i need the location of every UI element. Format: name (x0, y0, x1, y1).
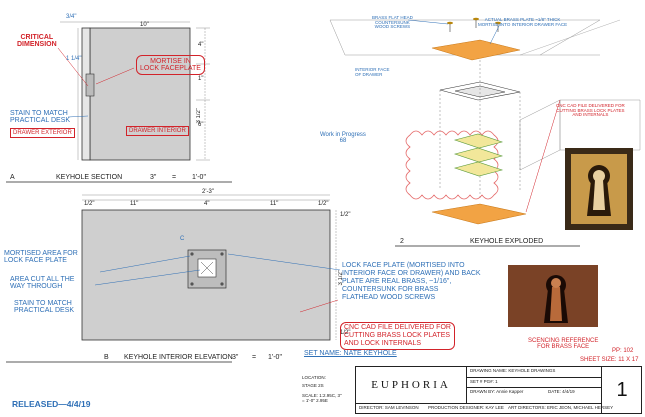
set-name: SET NAME: NATE KEYHOLE (304, 350, 397, 357)
dim-side-3: 6" (198, 122, 204, 128)
title-block: EUPHORIA DRAWING NAME: KEYHOLE DRAWINGS … (355, 366, 642, 414)
released-stamp: RELEASED—4/4/19 (12, 399, 91, 409)
dim-side-2: 1" (198, 76, 204, 82)
dim-left: 1/2" (84, 201, 95, 207)
note-lock-face-plate: LOCK FACE PLATE (MORTISED INTO INTERIOR … (342, 262, 481, 302)
section-scale-right: 1'-0" (192, 174, 206, 181)
dim-seg-3: 11" (270, 201, 279, 207)
dim-h-1: 1/2" (340, 212, 351, 218)
dim-right-tall: 3 1/2" (196, 108, 202, 124)
note-brass-screws: BRASS FLAT HEAD COUNTERSUNK WOOD SCREWS (372, 15, 413, 29)
brass-face-plate (431, 39, 521, 61)
tb-director: DIRECTOR: SAM LEVINSON (359, 405, 419, 410)
tb-art-directors: ART DIRECTORS: ERIC JEON, MICHAEL HERSEY (508, 405, 614, 410)
section-drawer-interior (89, 27, 191, 161)
sheet-number: 1 (616, 378, 628, 401)
elevation-scale-eq: = (252, 354, 257, 361)
tb-drawn-by: DRAWN BY: Annie Kapper (470, 389, 524, 394)
section-lock-mortise (85, 73, 95, 97)
note-critical-dimension: CRITICAL DIMENSION (17, 34, 57, 48)
dim-left-small: 1 1/4" (66, 56, 82, 62)
exploded-title: KEYHOLE EXPLODED (470, 238, 544, 245)
scenic-reference: SCENCING REFERENCE FOR BRASS FACE (528, 338, 599, 350)
label-drawer-interior: DRAWER INTERIOR (126, 126, 189, 136)
tb-set-pg: SET # PG#: 1 (470, 379, 498, 384)
note-interior-face: INTERIOR FACE OF DRAWER (355, 67, 390, 77)
logo-box: EUPHORIA (356, 367, 467, 404)
tb-drawing-name: DRAWING NAME: KEYHOLE DRAWINGS (470, 368, 556, 373)
keyhole-photo-vertical (565, 148, 633, 230)
dim-seg-1: 11" (130, 201, 139, 207)
elevation-scale-right: 1'-0" (268, 354, 282, 361)
note-cnc-exploded: CNC CAD FILE DELIVERED FOR CUTTING BRASS… (556, 103, 625, 117)
dim-overall: 2'-3" (202, 189, 214, 195)
note-cnc-cad-file: CNC CAD FILE DELIVERED FOR CUTTING BRASS… (340, 322, 455, 351)
dim-c-marker: C (180, 236, 185, 242)
pp-number: PP: 102 (612, 348, 634, 354)
revision-cloud (405, 130, 499, 200)
note-stain-section: STAIN TO MATCH PRACTICAL DESK (10, 110, 71, 124)
tb-production-designer: PRODUCTION DESIGNER: KAY LEE (428, 405, 504, 410)
tb-location: LOCATION: (302, 375, 326, 380)
euphoria-logo: EUPHORIA (371, 379, 451, 391)
dim-h-3: 1/2" (340, 330, 351, 336)
keyhole-photo-reference (508, 265, 598, 327)
note-mortise-faceplate: MORTISE IN LOCK FACEPLATE (136, 55, 205, 75)
label-drawer-exterior: DRAWER EXTERIOR (10, 128, 75, 138)
tb-date: DATE: 4/4/19 (548, 389, 575, 394)
elevation-title: KEYHOLE INTERIOR ELEVATION (124, 354, 233, 361)
section-scale-left: 3" (150, 174, 157, 181)
sheet-number-box: 1 (601, 367, 642, 413)
dim-top-left: 3/4" (66, 14, 77, 20)
dim-top-mid: 10" (140, 22, 149, 28)
tb-stage: STAGE 2S (302, 383, 324, 388)
note-stain-elevation: STAIN TO MATCH PRACTICAL DESK (14, 300, 75, 314)
note-area-cut: AREA CUT ALL THE WAY THROUGH (10, 276, 75, 290)
tb-scale: SCALE: 1:2.95C, 3" = 1'-0" 2.95E (302, 393, 342, 403)
dim-side-1: 4" (198, 42, 204, 48)
note-mortised-area: MORTISED AREA FOR LOCK FACE PLATE (4, 250, 78, 264)
sheet-size: SHEET SIZE: 11 X 17 (580, 357, 639, 363)
section-title: KEYHOLE SECTION (56, 174, 123, 181)
dim-seg-2: 4" (204, 201, 210, 207)
exploded-title-number: 2 (400, 238, 404, 245)
brass-back-plate (431, 203, 527, 225)
note-work-in-progress: Work in Progress 68 (320, 132, 366, 144)
section-scale-eq: = (172, 174, 177, 181)
section-title-letter: A (10, 174, 15, 181)
note-actual-plate: ACTUAL BRASS PLATE ~1/8" THICK MORTISE I… (478, 17, 568, 27)
dim-right: 1/2" (318, 201, 329, 207)
elevation-scale-left: 3" (232, 354, 239, 361)
elevation-title-letter: B (104, 354, 109, 361)
